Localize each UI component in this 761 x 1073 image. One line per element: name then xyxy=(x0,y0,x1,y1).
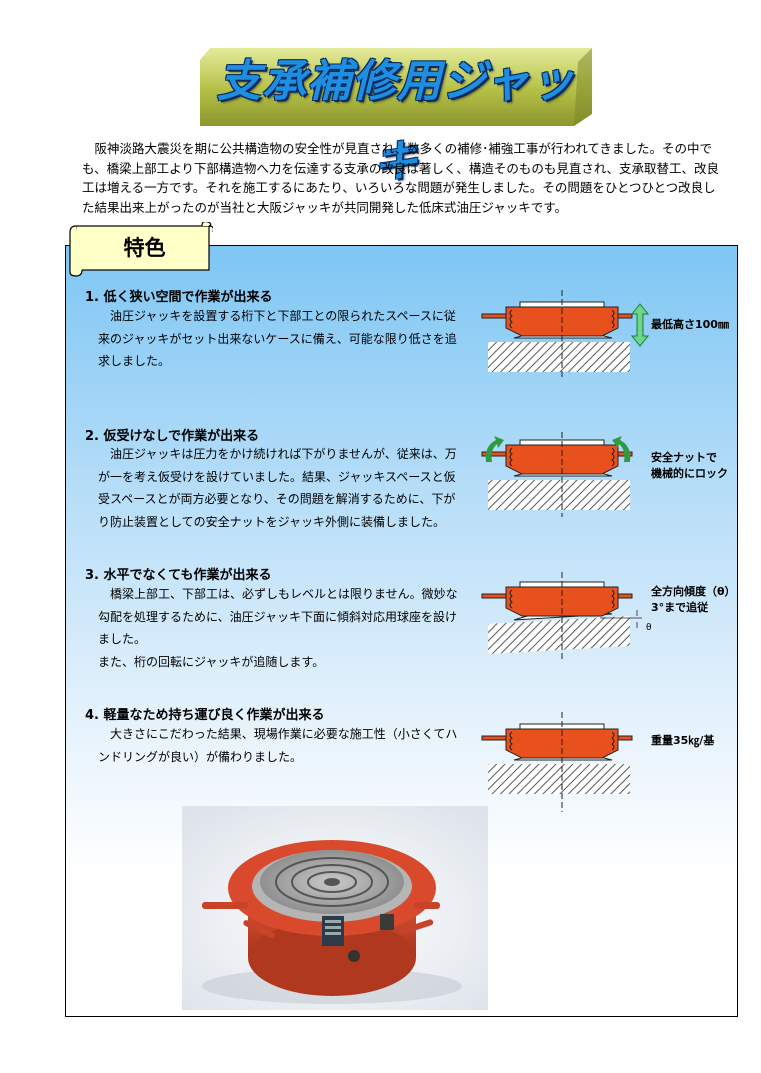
jack-product-photo xyxy=(182,806,488,1010)
title-banner-background xyxy=(200,48,592,126)
label-safety-nut-line2: 機械的にロック xyxy=(651,467,728,480)
feature-2-heading: 2. 仮受けなしで作業が出来る xyxy=(85,429,260,444)
rotate-arrow-left-icon xyxy=(485,436,504,462)
feature-2-text: 油圧ジャッキは圧力をかけ続ければ下がりませんが、従来は、万が一を考え仮受けを設け… xyxy=(98,447,457,529)
jack-handle-left xyxy=(481,593,507,599)
section-badge-label: 特色 xyxy=(123,236,166,260)
feature-1-text: 油圧ジャッキを設置する桁下と下部工との限られたスペースに従来のジャッキがセット出… xyxy=(98,309,457,368)
ground-hatch-tilted xyxy=(488,616,630,654)
height-arrow-icon xyxy=(630,303,650,347)
jack-diagram-safety-nut xyxy=(481,432,633,517)
jack-handle-right xyxy=(617,313,633,319)
title-banner: 支承補修用ジャッキ xyxy=(200,42,592,187)
thread-right xyxy=(611,309,615,329)
thread-left xyxy=(509,309,513,329)
label-min-height: 最低高さ100㎜ xyxy=(651,318,729,331)
intro-paragraph: 阪神淡路大震災を期に公共構造物の安全性が見直され、数多くの補修･補強工事が行われ… xyxy=(82,141,720,215)
theta-symbol: θ xyxy=(646,623,652,633)
feature-4-heading: 4. 軽量なため持ち運び良く作業が出来る xyxy=(85,708,325,723)
thread-left xyxy=(509,731,513,751)
label-weight: 重量35㎏/基 xyxy=(651,734,715,747)
jack-handle-left xyxy=(481,451,507,457)
feature-2-body: 油圧ジャッキは圧力をかけ続ければ下がりませんが、従来は、万が一を考え仮受けを設け… xyxy=(98,443,458,533)
jack-diagram-weight xyxy=(481,712,633,812)
scroll-banner-shape xyxy=(69,220,215,277)
feature-4-body: 大きさにこだわった結果、現場作業に必要な施工性（小さくてハンドリングが良い）が備… xyxy=(98,723,458,768)
thread-left xyxy=(509,589,513,609)
label-tilt: 全方向傾度（θ） 3°まで追従 xyxy=(651,584,736,616)
label-safety-nut-line1: 安全ナットで xyxy=(651,451,717,464)
feature-3-text: 橋梁上部工、下部工は、必ずしもレベルとは限りません。微妙な勾配を処理するために、… xyxy=(98,587,458,646)
feature-1-body: 油圧ジャッキを設置する桁下と下部工との限られたスペースに従来のジャッキがセット出… xyxy=(98,305,458,373)
jack-handle-left xyxy=(481,735,507,741)
label-safety-nut: 安全ナットで 機械的にロック xyxy=(651,450,728,482)
jack-handle-left xyxy=(481,313,507,319)
ground-hatch xyxy=(488,764,630,794)
page-title: 支承補修用ジャッキ xyxy=(217,56,575,187)
ground-hatch xyxy=(488,342,630,372)
ground-hatch xyxy=(488,480,630,510)
feature-3-heading: 3. 水平でなくても作業が出来る xyxy=(85,568,272,583)
feature-3-body: 橋梁上部工、下部工は、必ずしもレベルとは限りません。微妙な勾配を処理するために、… xyxy=(98,583,458,673)
thread-right xyxy=(611,589,615,609)
section-badge: 特色 xyxy=(68,220,215,277)
jack-handle-right xyxy=(617,593,633,599)
jack-diagram-min-height xyxy=(481,290,650,380)
jack-diagram-tilt: θ xyxy=(481,572,652,662)
thread-right xyxy=(611,447,615,467)
feature-1-heading: 1. 低く狭い空間で作業が出来る xyxy=(85,290,273,305)
feature-4-text: 大きさにこだわった結果、現場作業に必要な施工性（小さくてハンドリングが良い）が備… xyxy=(98,727,458,764)
rotate-arrow-right-icon xyxy=(612,436,631,462)
thread-right xyxy=(611,731,615,751)
label-tilt-line2: 3°まで追従 xyxy=(651,601,709,614)
label-tilt-line1: 全方向傾度（θ） xyxy=(651,585,736,598)
feature-3-text-2: また、桁の回転にジャッキが追随します。 xyxy=(98,654,325,669)
thread-left xyxy=(509,447,513,467)
jack-handle-right xyxy=(617,735,633,741)
